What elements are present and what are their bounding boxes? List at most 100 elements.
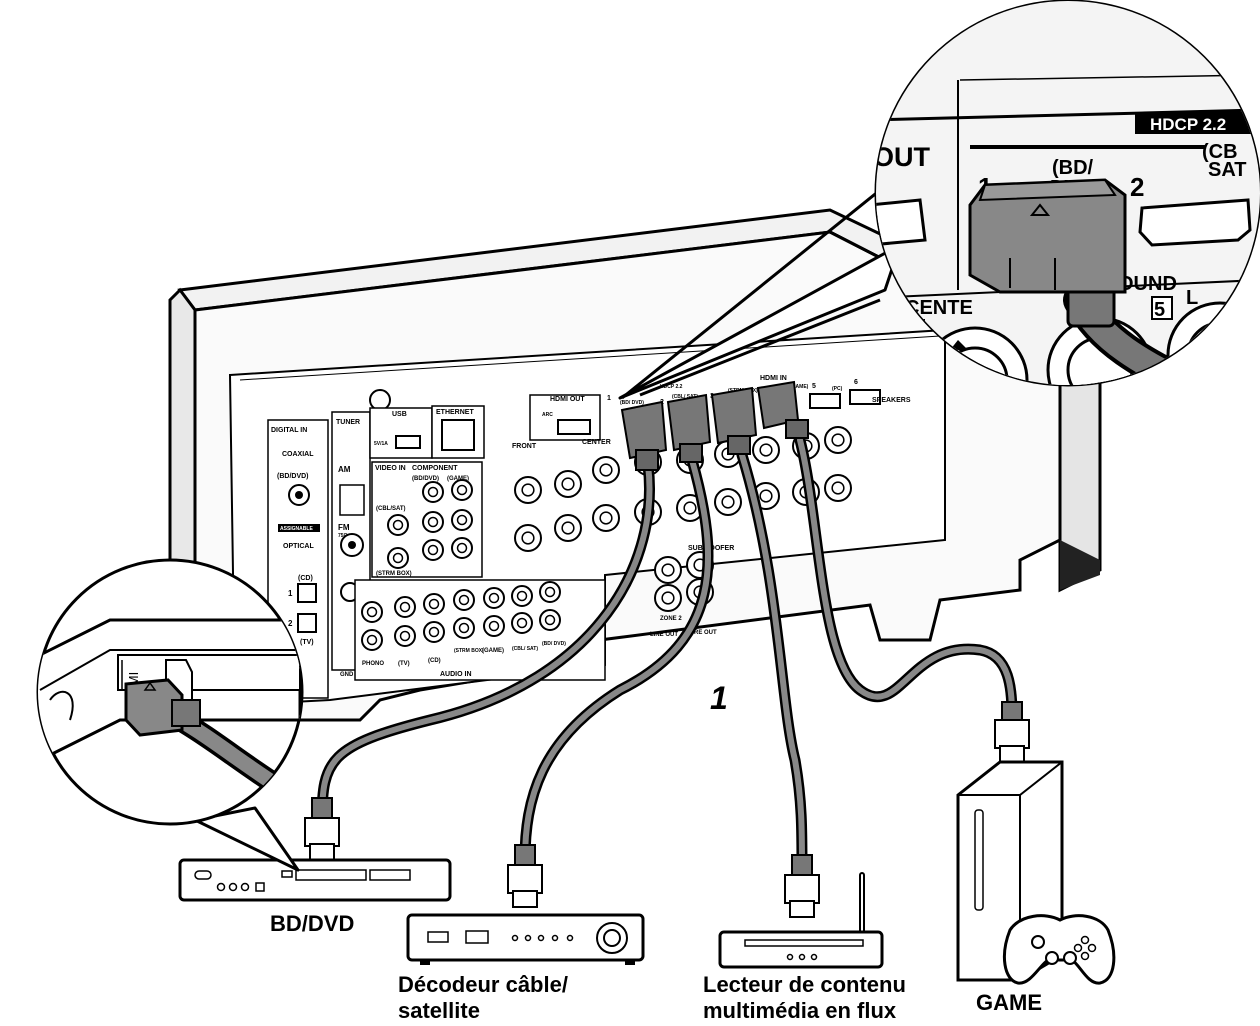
rca-jack-audio[interactable] — [511, 585, 533, 607]
hdmi-plug-streaming[interactable] — [784, 854, 820, 918]
speaker-terminal[interactable] — [752, 436, 780, 464]
speaker-terminal[interactable] — [654, 584, 682, 612]
comp-game-label: (GAME) — [447, 476, 469, 482]
in1-name-label: (BD/ DVD) — [620, 400, 644, 406]
rca-jacks-audio — [361, 581, 561, 651]
phono-label: PHONO — [362, 661, 384, 667]
fm-label: FM — [338, 523, 350, 532]
speakers-label: SPEAKERS — [872, 397, 911, 404]
hdmi-plug-1[interactable] — [620, 400, 668, 471]
hdmi-plug-cable-box[interactable] — [507, 844, 543, 908]
zoom-hdmi-port-2[interactable] — [1138, 198, 1252, 247]
rca-jack-audio[interactable] — [539, 609, 561, 631]
hdmi-in-6-port[interactable] — [849, 389, 881, 405]
vid2-label: (STRM BOX) — [376, 571, 412, 577]
in2-name-label: (CBL/ SAT) — [672, 394, 698, 400]
player-zoom-callout: HDMI — [36, 558, 304, 872]
speaker-terminal[interactable] — [824, 474, 852, 502]
zone2-label: ZONE 2 — [660, 616, 682, 622]
rca-jack-video[interactable] — [422, 539, 444, 561]
hdmi-plug-2[interactable] — [666, 393, 712, 463]
cable-sat-label-2: satellite — [398, 998, 480, 1023]
bd-dvd-player — [178, 858, 452, 902]
coax-bd-label: (BD/DVD) — [277, 473, 309, 480]
cable-satellite-box — [406, 913, 645, 965]
rca-jack-video[interactable] — [387, 514, 409, 536]
zoom-hdmi-out-label: I OUT — [858, 142, 931, 172]
video-in-label: VIDEO IN — [375, 465, 406, 472]
opt-tv-label: (TV) — [300, 639, 314, 646]
receiver-zoom-callout: HDCP 2.2 I OUT 1 (BD/ DVD) 2 (CB SAT OUN… — [618, 0, 1260, 400]
hdmi-plug-bd[interactable] — [304, 797, 340, 863]
usb-port[interactable] — [395, 435, 421, 449]
game-controller — [1003, 914, 1116, 985]
arc-label: ARC — [542, 412, 553, 418]
speaker-terminal[interactable] — [654, 556, 682, 584]
pre-out-label: PRE OUT — [690, 630, 717, 636]
step-number: 1 — [710, 680, 728, 716]
rca-jack-video[interactable] — [451, 479, 473, 501]
rca-jack-audio[interactable] — [539, 581, 561, 603]
cable-sat-label-1: Décodeur câble/ — [398, 972, 568, 997]
rca-jack-video[interactable] — [422, 481, 444, 503]
a-bd-label: (BD/ DVD) — [542, 641, 566, 647]
zoom-port2-label: 2 — [1130, 172, 1144, 202]
speaker-terminal[interactable] — [554, 514, 582, 542]
audio-in-label: AUDIO IN — [440, 671, 472, 678]
rca-jack-audio[interactable] — [394, 625, 416, 647]
in5-name-label: (PC) — [832, 386, 843, 392]
rca-jacks-video — [387, 479, 473, 569]
am-terminal[interactable] — [339, 484, 365, 516]
hdmi-plug-game[interactable] — [994, 701, 1030, 765]
streaming-label-1: Lecteur de contenu — [703, 972, 906, 997]
rca-jack-video[interactable] — [451, 537, 473, 559]
a-game-label: (GAME) — [482, 648, 504, 654]
speaker-terminal[interactable] — [824, 426, 852, 454]
front-label: FRONT — [512, 443, 537, 450]
zoom-hdmi-plug[interactable] — [968, 178, 1127, 328]
speaker-terminal[interactable] — [592, 504, 620, 532]
hdmi-plugs-devices — [304, 701, 1030, 918]
rca-jack-audio[interactable] — [453, 589, 475, 611]
optical-jack-2[interactable] — [297, 613, 317, 633]
rca-jack-audio[interactable] — [453, 617, 475, 639]
zoom-player-hdmi-plug[interactable] — [124, 678, 201, 737]
speaker-terminal[interactable] — [554, 470, 582, 498]
rca-jack-audio[interactable] — [361, 601, 383, 623]
rca-jack-video[interactable] — [422, 511, 444, 533]
opt2-label: 2 — [288, 619, 293, 628]
rca-jack-audio[interactable] — [483, 587, 505, 609]
usb-label: USB — [392, 411, 407, 418]
rca-jack-audio[interactable] — [394, 596, 416, 618]
speaker-terminal[interactable] — [714, 488, 742, 516]
coaxial-label: COAXIAL — [282, 451, 314, 458]
hdmi-plug-4[interactable] — [756, 380, 809, 439]
zoom-hdcp-label: HDCP 2.2 — [1150, 115, 1226, 134]
rca-jack-audio[interactable] — [361, 629, 383, 651]
zoom-center-label: CENTE — [905, 297, 973, 319]
rca-jack-audio[interactable] — [423, 621, 445, 643]
rca-jack-video[interactable] — [451, 509, 473, 531]
speaker-terminal[interactable] — [592, 456, 620, 484]
rca-jack-audio[interactable] — [423, 593, 445, 615]
speaker-terminal[interactable] — [514, 524, 542, 552]
rca-jack-audio[interactable] — [483, 615, 505, 637]
in6-label: 6 — [854, 379, 858, 386]
hdmi-plug-3[interactable] — [710, 386, 758, 455]
ethernet-port[interactable] — [441, 419, 475, 451]
optical-jack-1[interactable] — [297, 583, 317, 603]
hdmi-out-port[interactable] — [557, 419, 591, 435]
rca-jack-video[interactable] — [387, 547, 409, 569]
zoom-port2-sub2: SAT — [1208, 159, 1247, 181]
rca-jack-audio[interactable] — [511, 612, 533, 634]
hdcp-small-label: HDCP 2.2 — [660, 384, 683, 390]
in4-name-label: (GAME) — [790, 384, 809, 390]
in5-label: 5 — [812, 383, 816, 390]
in1-label: 1 — [607, 395, 611, 402]
hdmi-in-5-port[interactable] — [809, 393, 841, 409]
gnd-label: GND — [340, 672, 354, 678]
ethernet-label: ETHERNET — [436, 409, 474, 416]
a-cd-label: (CD) — [428, 658, 441, 664]
speaker-terminal[interactable] — [514, 476, 542, 504]
